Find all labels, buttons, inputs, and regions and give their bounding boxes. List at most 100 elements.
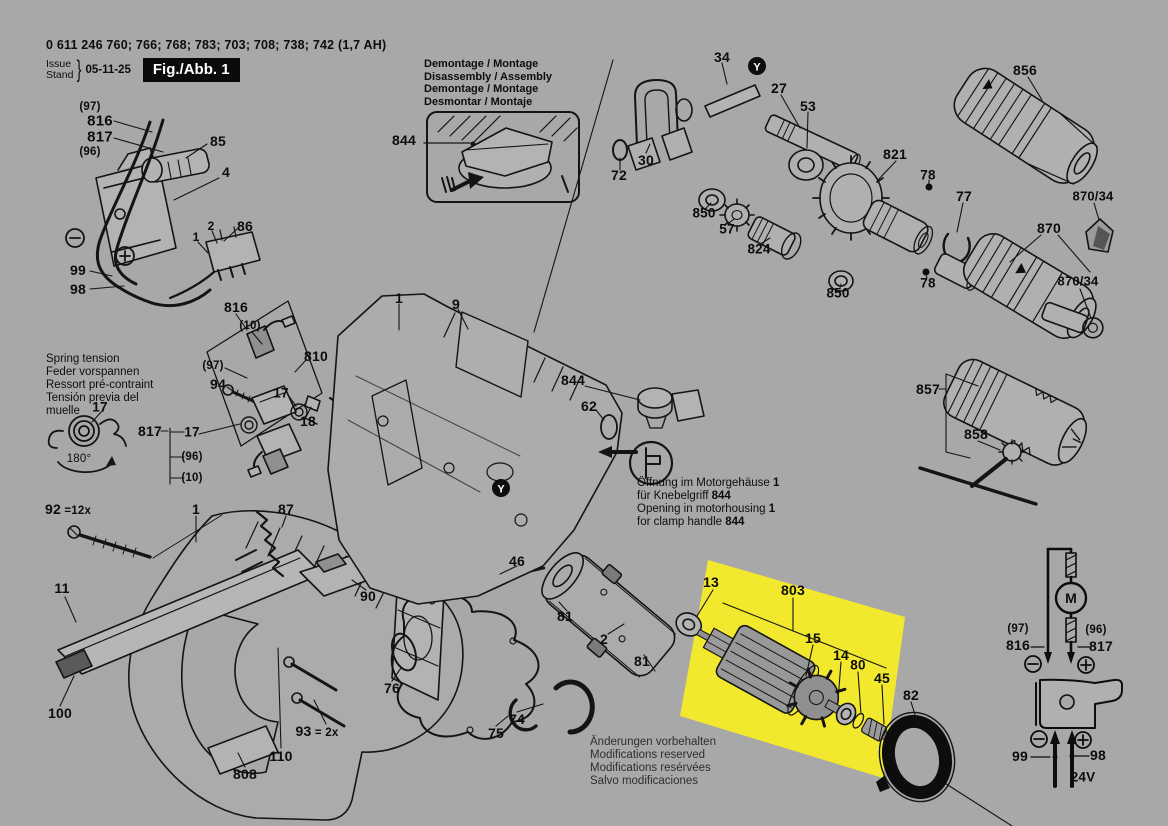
brace-glyph: } — [77, 56, 82, 83]
part-label-850: 850 — [826, 285, 850, 301]
part-label-99: 99 — [70, 262, 86, 278]
part-label-14: 14 — [833, 647, 849, 663]
part-label-870/34: 870/34 — [1072, 188, 1114, 204]
part-label-4: 4 — [222, 164, 230, 180]
note-line: Modifications reserved — [590, 749, 706, 761]
issue-date: 05-11-25 — [85, 64, 131, 76]
part-label-(97): (97) — [1007, 623, 1029, 635]
part-label-94: 94 — [210, 376, 226, 392]
wiring-diagram: M — [1024, 547, 1123, 788]
header: 0 611 246 760; 766; 768; 783; 703; 708; … — [46, 38, 386, 84]
fan-baffle-drawing — [876, 711, 956, 803]
chuck-drawings — [918, 67, 1114, 506]
note-line: Demontage / Montage — [424, 58, 539, 70]
figure-label: Fig./Abb. 1 — [142, 58, 240, 82]
part-label-77: 77 — [956, 188, 972, 204]
spring-tension-pictogram — [47, 415, 127, 473]
part-label-824: 824 — [747, 241, 771, 257]
part-label-850: 850 — [692, 205, 716, 221]
part-label-1: 1 — [192, 501, 200, 517]
part-label-57: 57 — [719, 221, 735, 237]
part-label-86: 86 — [237, 218, 253, 234]
part-label-2: 2 — [600, 631, 608, 647]
note-line: Spring tension — [46, 353, 120, 365]
detail-marker-y-housing: Y — [492, 479, 510, 497]
part-label-27: 27 — [771, 80, 787, 96]
part-label-(97): (97) — [202, 360, 224, 372]
part-label-817: 817 — [87, 128, 113, 146]
part-label-17: 17 — [92, 399, 108, 415]
part-label-90: 90 — [360, 588, 376, 604]
svg-text:Y: Y — [753, 62, 761, 74]
part-label-87: 87 — [278, 501, 294, 517]
gear-train-drawing — [612, 79, 981, 292]
part-label-98: 98 — [1090, 747, 1106, 763]
part-label-110: 110 — [269, 748, 293, 764]
part-label-98: 98 — [70, 281, 86, 297]
part-label-816: 816 — [224, 299, 248, 315]
part-label-(96): (96) — [181, 451, 203, 463]
part-label-qualifier: =12x — [60, 505, 92, 517]
part-label-857: 857 — [916, 381, 940, 397]
note-line: Disassembly / Assembly — [424, 70, 552, 83]
part-label-92: 92 =12x — [44, 501, 92, 517]
part-label-817: 817 — [138, 423, 162, 439]
part-label-844: 844 — [561, 372, 585, 388]
issue-row: Issue Stand } 05-11-25 Fig./Abb. 1 — [46, 56, 386, 84]
part-label-1: 1 — [395, 290, 403, 306]
part-label-45: 45 — [874, 670, 890, 686]
part-label-34: 34 — [714, 49, 730, 65]
note-line: Desmontar / Montaje — [424, 95, 533, 108]
motor-housing-drawing — [541, 552, 677, 678]
detail-marker-y-top: Y — [748, 57, 766, 75]
note-line: Opening in motorhousing 1 — [637, 503, 776, 515]
divider-lines — [533, 59, 1013, 826]
note-line: Öffnung im Motorgehäuse 1 — [637, 477, 780, 489]
part-label-78: 78 — [920, 275, 936, 291]
part-label-817: 817 — [1089, 638, 1113, 654]
part-label-180°: 180° — [66, 453, 92, 465]
part-label-80: 80 — [850, 657, 866, 673]
issue-stand-labels: Issue Stand — [46, 58, 74, 81]
part-label-13: 13 — [703, 574, 719, 590]
part-label-85: 85 — [210, 133, 226, 149]
switch-assembly-drawing — [65, 118, 261, 308]
note-line: Ressort pré-contraint — [46, 379, 154, 391]
part-label-(10): (10) — [239, 320, 261, 332]
part-label-46: 46 — [509, 553, 525, 569]
part-label-24V: 24V — [1070, 769, 1096, 785]
part-label-82: 82 — [903, 687, 919, 703]
note-line: for clamp handle 844 — [637, 516, 745, 528]
note-line: Tensión previa del — [46, 392, 139, 404]
part-label-(96): (96) — [1085, 624, 1107, 636]
part-label-816: 816 — [1006, 637, 1030, 653]
note-line: Demontage / Montage — [424, 83, 539, 95]
part-label-856: 856 — [1013, 62, 1037, 78]
part-label-816: 816 — [87, 112, 113, 130]
part-label-30: 30 — [638, 152, 654, 168]
part-label-(96): (96) — [79, 146, 101, 158]
part-label-9: 9 — [452, 296, 460, 312]
part-label-17: 17 — [273, 385, 289, 401]
housing-half-drawing — [327, 293, 705, 605]
part-label-93: 93 = 2x — [295, 723, 339, 739]
part-label-810: 810 — [304, 348, 328, 364]
part-label-18: 18 — [300, 413, 316, 429]
armature-drawing — [675, 612, 894, 743]
part-label-2: 2 — [207, 219, 215, 233]
part-label-803: 803 — [781, 582, 805, 598]
part-label-72: 72 — [611, 167, 627, 183]
part-label-(10): (10) — [181, 472, 203, 484]
svg-text:Y: Y — [497, 484, 505, 496]
note-line: muelle — [46, 405, 80, 417]
part-label-99: 99 — [1012, 748, 1028, 764]
part-label-808: 808 — [233, 766, 257, 782]
part-label-15: 15 — [805, 630, 821, 646]
part-label-74: 74 — [509, 711, 525, 727]
part-label-858: 858 — [964, 426, 988, 442]
